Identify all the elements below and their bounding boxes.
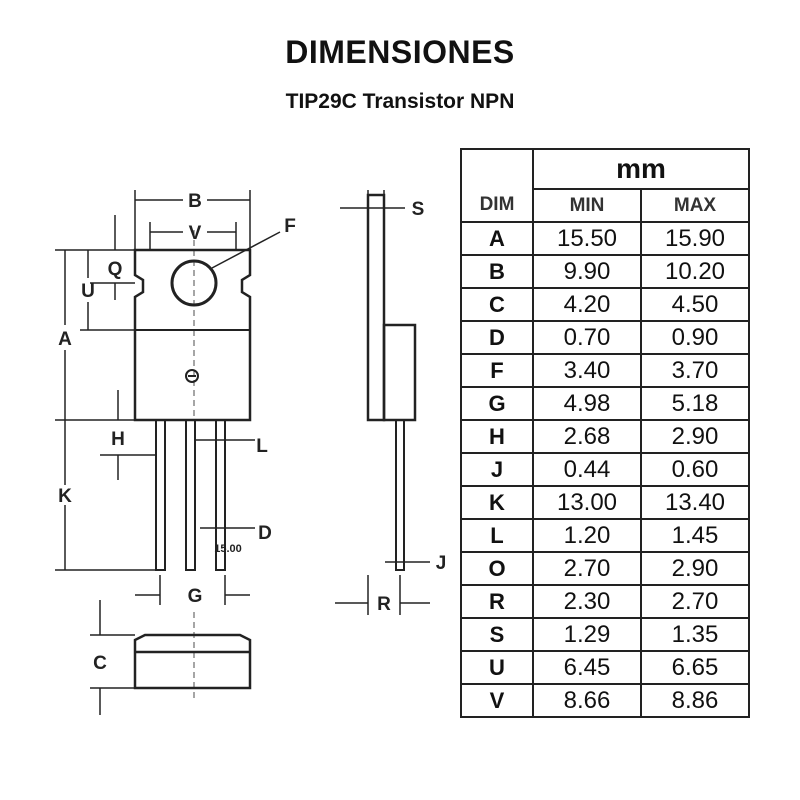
min-cell: 15.50 (532, 221, 642, 256)
side-view (366, 193, 417, 571)
dim-cell: O (460, 551, 534, 586)
min-cell: 9.90 (532, 254, 642, 289)
label-R: R (377, 594, 391, 615)
label-lead-spacing: 15.00 (214, 543, 242, 555)
dim-cell: V (460, 683, 534, 718)
label-H: H (111, 429, 125, 450)
dim-cell: L (460, 518, 534, 553)
max-cell: 10.20 (640, 254, 750, 289)
label-U: U (81, 281, 95, 302)
max-cell: 0.90 (640, 320, 750, 355)
dim-cell: H (460, 419, 534, 454)
label-B: B (188, 191, 202, 212)
max-cell: 15.90 (640, 221, 750, 256)
max-cell: 2.90 (640, 551, 750, 586)
dim-cell: R (460, 584, 534, 619)
label-Q: Q (108, 259, 123, 280)
min-cell: 0.70 (532, 320, 642, 355)
max-cell: 2.70 (640, 584, 750, 619)
dim-cell: J (460, 452, 534, 487)
label-C: C (93, 653, 107, 674)
max-cell: 3.70 (640, 353, 750, 388)
min-cell: 8.66 (532, 683, 642, 718)
max-cell: 8.86 (640, 683, 750, 718)
max-cell: 2.90 (640, 419, 750, 454)
label-G: G (188, 586, 203, 607)
dim-cell: S (460, 617, 534, 652)
dim-cell: C (460, 287, 534, 322)
page-subtitle: TIP29C Transistor NPN (285, 90, 515, 113)
header-max: MAX (640, 189, 750, 223)
label-L: L (256, 436, 268, 457)
min-cell: 13.00 (532, 485, 642, 520)
label-F: F (284, 216, 296, 237)
dim-cell: D (460, 320, 534, 355)
dim-cell: G (460, 386, 534, 421)
max-cell: 6.65 (640, 650, 750, 685)
label-A: A (58, 329, 72, 350)
dim-cell: A (460, 221, 534, 256)
min-cell: 6.45 (532, 650, 642, 685)
min-cell: 1.29 (532, 617, 642, 652)
min-cell: 4.98 (532, 386, 642, 421)
header-dim: DIM (460, 189, 534, 223)
label-J: J (436, 553, 447, 574)
min-cell: 2.68 (532, 419, 642, 454)
min-cell: 2.70 (532, 551, 642, 586)
front-view (133, 230, 252, 571)
max-cell: 0.60 (640, 452, 750, 487)
min-cell: 0.44 (532, 452, 642, 487)
label-D: D (258, 523, 272, 544)
dim-cell: U (460, 650, 534, 685)
dim-cell: F (460, 353, 534, 388)
header-min: MIN (532, 189, 642, 223)
page-title: DIMENSIONES (285, 34, 515, 70)
max-cell: 4.50 (640, 287, 750, 322)
min-cell: 4.20 (532, 287, 642, 322)
max-cell: 1.35 (640, 617, 750, 652)
min-cell: 2.30 (532, 584, 642, 619)
min-cell: 3.40 (532, 353, 642, 388)
unit-header: mm (532, 148, 750, 190)
label-V: V (189, 223, 202, 244)
max-cell: 1.45 (640, 518, 750, 553)
max-cell: 13.40 (640, 485, 750, 520)
min-cell: 1.20 (532, 518, 642, 553)
max-cell: 5.18 (640, 386, 750, 421)
label-K: K (58, 486, 72, 507)
bottom-view (133, 612, 252, 700)
dim-cell: K (460, 485, 534, 520)
dim-cell: B (460, 254, 534, 289)
label-S: S (412, 199, 425, 220)
